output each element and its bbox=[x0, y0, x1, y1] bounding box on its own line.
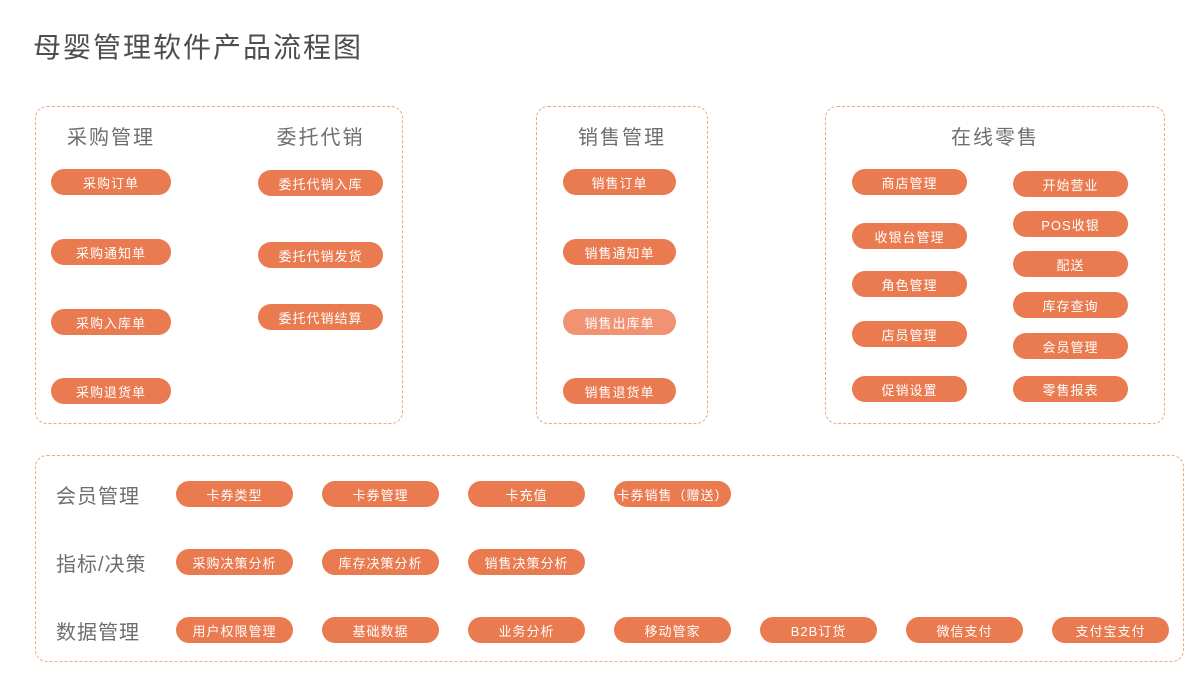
pill-button[interactable]: 商店管理 bbox=[852, 169, 967, 195]
pill-button[interactable]: B2B订货 bbox=[760, 617, 877, 643]
panel-online-retail: 在线零售 商店管理收银台管理角色管理店员管理促销设置 开始营业 POS收银配送库存… bbox=[825, 106, 1165, 424]
row-label-member-management: 会员管理 bbox=[56, 485, 140, 508]
pill-button[interactable]: 卡券管理 bbox=[322, 481, 439, 507]
pill-button[interactable]: 采购决策分析 bbox=[176, 549, 293, 575]
row-label-metrics-decision: 指标/决策 bbox=[56, 553, 147, 576]
section-heading-consignment: 委托代销 bbox=[276, 127, 365, 149]
pill-button[interactable]: 委托代销发货 bbox=[258, 242, 383, 268]
pill-button[interactable]: 配送 bbox=[1013, 251, 1128, 277]
pill-button[interactable]: 库存查询 bbox=[1013, 292, 1128, 318]
pill-button[interactable]: 收银台管理 bbox=[852, 223, 967, 249]
pill-button[interactable]: 卡券销售（赠送） bbox=[614, 481, 731, 507]
panel-bottom-modules: 会员管理 卡券类型 卡券管理 卡充值 卡券销售（赠送） 指标/决策 采购决策分析 库存决… bbox=[35, 455, 1184, 662]
pill-button[interactable]: 销售决策分析 bbox=[468, 549, 585, 575]
pill-button[interactable]: 采购订单 bbox=[51, 169, 171, 195]
pill-button[interactable]: 库存决策分析 bbox=[322, 549, 439, 575]
pill-button[interactable]: 用户权限管理 bbox=[176, 617, 293, 643]
row-label-data-management: 数据管理 bbox=[56, 621, 140, 644]
section-heading-online-retail: 在线零售 bbox=[951, 127, 1039, 149]
pill-button[interactable]: 基础数据 bbox=[322, 617, 439, 643]
retail-pill-column-right: 开始营业 POS收银配送库存查询会员管理零售报表 bbox=[1013, 107, 1128, 423]
row-metrics-decision: 指标/决策 采购决策分析 库存决策分析 销售决策分析 bbox=[56, 549, 585, 576]
metrics-decision-pills: 采购决策分析 库存决策分析 销售决策分析 bbox=[176, 549, 585, 575]
pill-button[interactable]: 店员管理 bbox=[852, 321, 967, 347]
panel-sales: 销售管理 销售订单销售通知单销售出库单销售退货单 bbox=[536, 106, 708, 424]
pill-button[interactable]: 销售出库单 bbox=[563, 309, 676, 335]
consignment-pill-column: 委托代销入库委托代销发货委托代销结算 bbox=[258, 107, 383, 423]
pill-button[interactable]: 销售退货单 bbox=[563, 378, 676, 404]
pill-button[interactable]: 微信支付 bbox=[906, 617, 1023, 643]
pill-button[interactable]: 移动管家 bbox=[614, 617, 731, 643]
pill-button[interactable]: 卡充值 bbox=[468, 481, 585, 507]
section-heading-purchase: 采购管理 bbox=[67, 127, 155, 149]
panel-purchase-consignment: 采购管理 委托代销 采购订单采购通知单采购入库单采购退货单 委托代销入库委托代销… bbox=[35, 106, 403, 424]
sales-pill-column: 销售订单销售通知单销售出库单销售退货单 bbox=[563, 107, 676, 423]
row-data-management: 数据管理 用户权限管理 基础数据 业务分析 移动管家 B2B订货 微信支付 支付宝支付 bbox=[56, 617, 1169, 644]
pill-button[interactable]: 会员管理 bbox=[1013, 333, 1128, 359]
page-title: 母婴管理软件产品流程图 bbox=[33, 32, 364, 63]
pill-button[interactable]: 开始营业 bbox=[1013, 171, 1128, 197]
purchase-pill-column: 采购订单采购通知单采购入库单采购退货单 bbox=[51, 107, 171, 423]
member-management-pills: 卡券类型 卡券管理 卡充值 卡券销售（赠送） bbox=[176, 481, 731, 507]
pill-button[interactable]: 卡券类型 bbox=[176, 481, 293, 507]
pill-button[interactable]: 委托代销结算 bbox=[258, 304, 383, 330]
pill-button[interactable]: 业务分析 bbox=[468, 617, 585, 643]
pill-button[interactable]: 零售报表 bbox=[1013, 376, 1128, 402]
pill-button[interactable]: 销售订单 bbox=[563, 169, 676, 195]
pill-button[interactable]: 角色管理 bbox=[852, 271, 967, 297]
pill-button[interactable]: 采购通知单 bbox=[51, 239, 171, 265]
retail-pill-column-left: 商店管理收银台管理角色管理店员管理促销设置 bbox=[852, 107, 967, 423]
pill-button[interactable]: 采购入库单 bbox=[51, 309, 171, 335]
pill-button[interactable]: POS收银 bbox=[1013, 211, 1128, 237]
section-heading-sales: 销售管理 bbox=[578, 127, 666, 149]
pill-button[interactable]: 促销设置 bbox=[852, 376, 967, 402]
pill-button[interactable]: 支付宝支付 bbox=[1052, 617, 1169, 643]
pill-button[interactable]: 采购退货单 bbox=[51, 378, 171, 404]
pill-button[interactable]: 委托代销入库 bbox=[258, 170, 383, 196]
pill-button[interactable]: 销售通知单 bbox=[563, 239, 676, 265]
row-member-management: 会员管理 卡券类型 卡券管理 卡充值 卡券销售（赠送） bbox=[56, 481, 731, 508]
data-management-pills: 用户权限管理 基础数据 业务分析 移动管家 B2B订货 微信支付 支付宝支付 bbox=[176, 617, 1169, 643]
